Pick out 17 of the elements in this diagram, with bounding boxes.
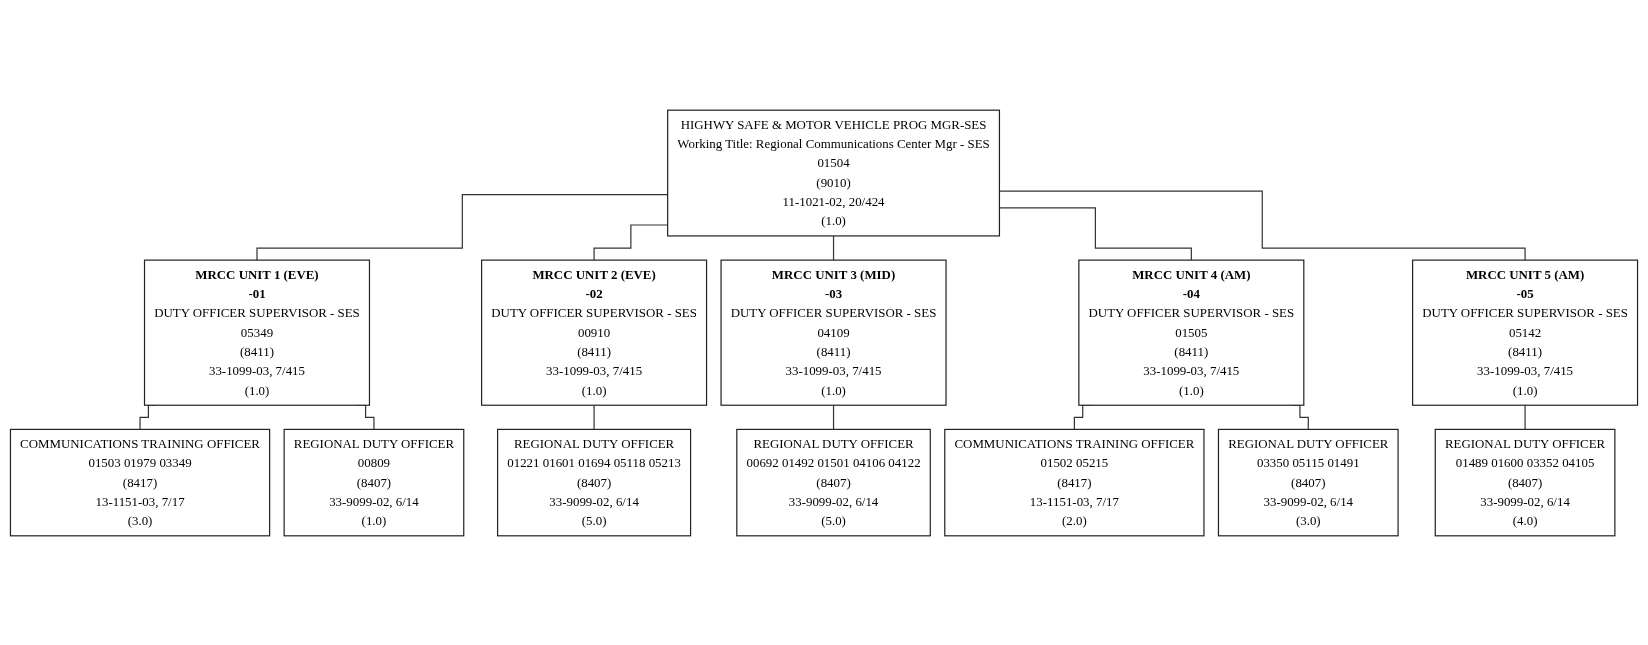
node-box: REGIONAL DUTY OFFICER 03350 05115 01491 (8407) 33-9099-02, 6/14 (3.0): [1217, 428, 1399, 536]
node-box: COMMUNICATIONS TRAINING OFFICER 01503 01979 03349 (8417) 13-1151-03, 7/17 (3.0): [9, 428, 271, 536]
node-box: REGIONAL DUTY OFFICER 00809 (8407) 33-9099-02, 6/14 (1.0): [283, 428, 465, 536]
node-box: REGIONAL DUTY OFFICER 01221 01601 01694 05118 05213 (8407) 33-9099-02, 6/14 (5.0): [497, 428, 692, 536]
connector: [832, 234, 835, 261]
node-box: HIGHWY SAFE & MOTOR VEHICLE PROG MGR-SES Working Title: Regional Communications Center Mgr - SES 01504 (9010) 11-1021-02, 20/424 (1.0): [667, 109, 1001, 237]
node-box: COMMUNICATIONS TRAINING OFFICER 01502 05215 (8417) 13-1151-03, 7/17 (2.0): [944, 428, 1205, 536]
node-box: MRCC UNIT 3 (MID) -03 DUTY OFFICER SUPERVISOR - SES 04109 (8411) 33-1099-03, 7/415 (1.0): [720, 259, 947, 406]
connector: [1524, 404, 1526, 430]
node-box: MRCC UNIT 1 (EVE) -01 DUTY OFFICER SUPERVISOR - SES 05349 (8411) 33-1099-03, 7/415 (1.0): [143, 259, 371, 406]
node-box: MRCC UNIT 2 (EVE) -02 DUTY OFFICER SUPERVISOR - SES 00910 (8411) 33-1099-03, 7/415 (1.0): [481, 259, 708, 406]
node-box: REGIONAL DUTY OFFICER 01489 01600 03352 04105 (8407) 33-9099-02, 6/14 (4.0): [1434, 428, 1616, 536]
node-box: MRCC UNIT 4 (AM) -04 DUTY OFFICER SUPERVISOR - SES 01505 (8411) 33-1099-03, 7/415 (1.0): [1078, 259, 1305, 406]
node-box: MRCC UNIT 5 (AM) -05 DUTY OFFICER SUPERVISOR - SES 05142 (8411) 33-1099-03, 7/415 (1.0): [1412, 259, 1639, 406]
connector: [832, 404, 835, 430]
connector: [593, 404, 595, 430]
node-box: REGIONAL DUTY OFFICER 00692 01492 01501 04106 04122 (8407) 33-9099-02, 6/14 (5.0): [736, 428, 931, 536]
